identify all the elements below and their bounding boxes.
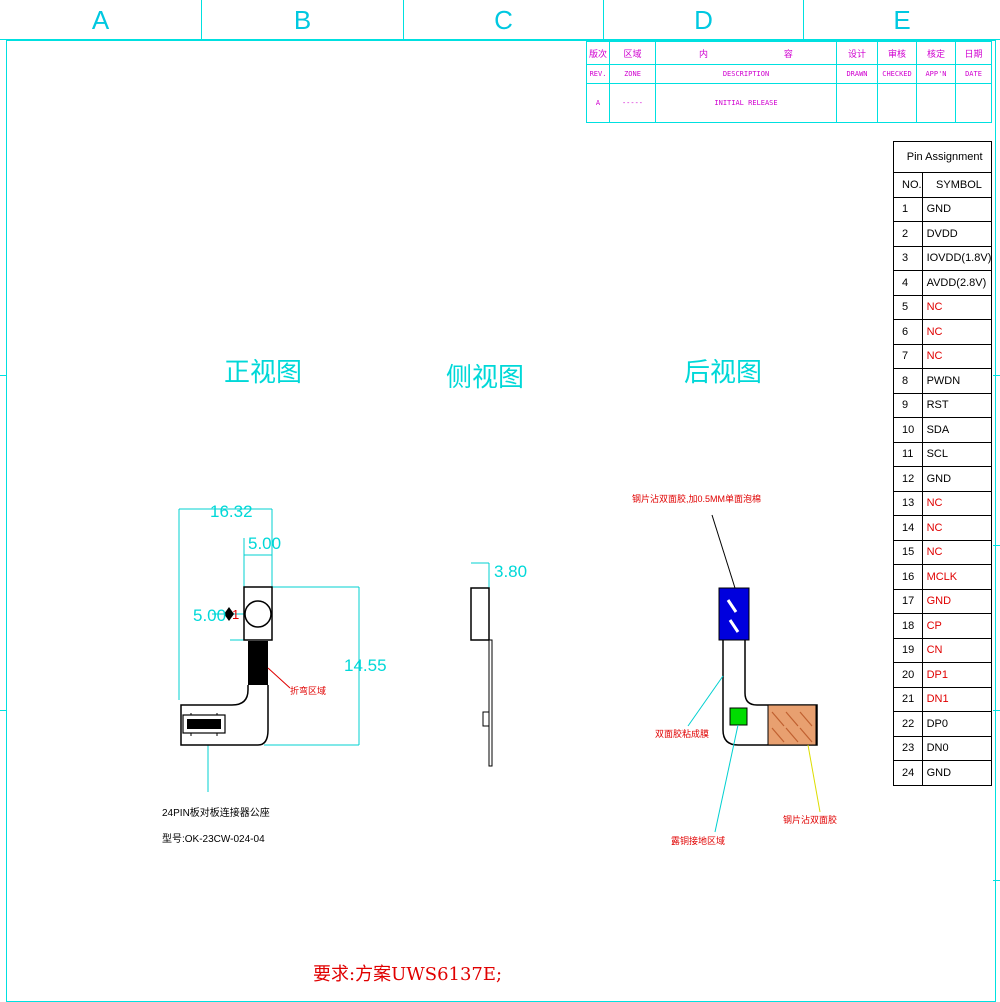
pin-number: 23 (893, 735, 923, 761)
pin-symbol: PWDN (921, 368, 993, 394)
pin-number: 14 (893, 515, 923, 541)
zone-value: ----- (609, 83, 656, 123)
back-tape-label: 双面胶粘成膜 (655, 729, 710, 739)
side-tick (0, 375, 7, 376)
pin-number: 7 (893, 343, 923, 369)
front-view (178, 508, 360, 792)
lens-height-dimension: 5.00 (193, 606, 227, 625)
side-tick (993, 880, 1000, 881)
pin-no-header: NO. (893, 172, 923, 198)
revision-table: 版次 区域 内 容 设计 审核 核定 日期 REV. ZONE DESCRIPT… (586, 41, 992, 123)
column-label-d: D (604, 0, 804, 40)
pin-number: 2 (893, 221, 923, 247)
checked-header: 审核 (877, 41, 917, 65)
pin-symbol: DN0 (921, 735, 993, 761)
side-tick (0, 710, 7, 711)
side-tick (993, 710, 1000, 711)
pin-symbol: DP0 (921, 711, 993, 737)
pin-symbol: CN (921, 637, 993, 663)
column-label-a: A (0, 0, 202, 40)
pin-number: 15 (893, 539, 923, 565)
pin-number: 20 (893, 662, 923, 688)
total-height-dimension: 14.55 (344, 656, 387, 675)
column-label-e: E (893, 5, 911, 35)
side-view-title: 侧视图 (446, 363, 525, 393)
pin-symbol: GND (921, 196, 993, 222)
pin1-marker-label: 1 (232, 607, 240, 622)
steel-top-label: 钢片沾双面胶,加0.5MM单面泡棉 (632, 494, 762, 504)
pin-symbol: GND (921, 760, 993, 786)
side-tick (993, 545, 1000, 546)
pin-symbol: DP1 (921, 662, 993, 688)
pin-symbol-header: SYMBOL (921, 172, 993, 198)
side-view (470, 562, 493, 767)
front-view-title: 正视图 (224, 358, 303, 388)
thickness-dimension: 3.80 (494, 562, 528, 581)
pin-symbol: MCLK (921, 564, 993, 590)
connector-label: 24PIN板对板连接器公座 (162, 808, 270, 819)
pin-symbol: NC (921, 343, 993, 369)
column-label-c: C (404, 0, 604, 40)
pin-number: 16 (893, 564, 923, 590)
column-header-bar: A B C D E (0, 0, 1000, 40)
pin-number: 8 (893, 368, 923, 394)
description-header: 内 容 (655, 41, 837, 65)
zone-header: 区域 (609, 41, 656, 65)
pin-symbol: RST (921, 392, 993, 418)
pin-symbol: NC (921, 294, 993, 320)
pin-number: 12 (893, 466, 923, 492)
back-view (687, 514, 821, 833)
connector-model-label: 型号:OK-23CW-024-04 (162, 834, 265, 845)
pin-table-title: Pin Assignment (892, 141, 993, 173)
date-header: 日期 (955, 41, 992, 65)
pin-number: 11 (893, 441, 923, 467)
requirement-note: 要求:方案UWS6137E; (313, 964, 503, 985)
steel-bottom-label: 钢片沾双面胶 (783, 815, 838, 825)
exposed-copper-label: 露铜接地区域 (671, 836, 726, 846)
side-tick (993, 375, 1000, 376)
pin-symbol: AVDD(2.8V) (921, 270, 993, 296)
pin-symbol: NC (921, 490, 993, 516)
bend-area-label: 折弯区域 (290, 686, 327, 696)
drawn-header: 设计 (836, 41, 878, 65)
lens-width-dimension: 5.00 (248, 534, 282, 553)
column-label-b: B (202, 0, 404, 40)
description-value: INITIAL RELEASE (655, 83, 837, 123)
pin-symbol: DVDD (921, 221, 993, 247)
back-view-title: 后视图 (684, 358, 763, 388)
width-dimension: 16.32 (210, 502, 253, 521)
